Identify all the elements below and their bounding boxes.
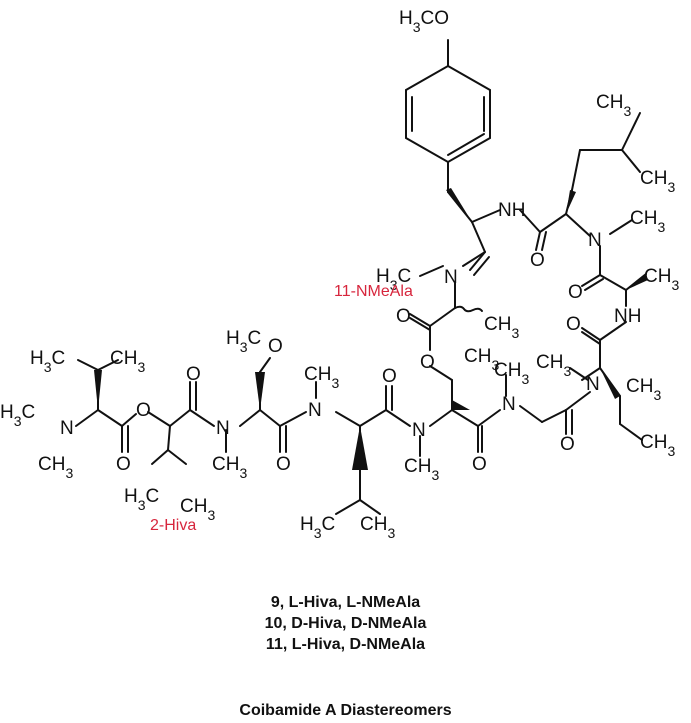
label-o: O — [568, 282, 583, 303]
label-ch3: CH3 — [536, 352, 571, 379]
label-o: O — [268, 336, 283, 357]
label-h3c: H3C — [30, 348, 65, 375]
label-o: O — [186, 364, 201, 385]
label-ch3: CH3 — [464, 346, 499, 373]
label-nh: NH — [614, 306, 641, 327]
label-n: N — [308, 400, 322, 421]
label-h3c: H3C — [226, 328, 261, 355]
label-ch3: CH3 — [630, 208, 665, 235]
label-n: N — [502, 394, 516, 415]
nmeala-highlight-label: 11-NMeAla — [334, 283, 413, 300]
label-o: O — [420, 352, 435, 373]
caption-line: 10, D-Hiva, D-NMeAla — [264, 615, 427, 632]
label-h3c: H3C — [0, 402, 35, 429]
label-nh: NH — [498, 200, 525, 221]
label-ch3: CH3 — [180, 496, 215, 523]
label-ch3: CH3 — [360, 514, 395, 541]
label-n: N — [412, 420, 426, 441]
label-o: O — [276, 454, 291, 475]
label-ch3: CH3 — [494, 360, 529, 387]
label-n: N — [588, 230, 602, 251]
label-o: O — [396, 306, 411, 327]
label-o: O — [382, 366, 397, 387]
stereo-bonds — [94, 188, 648, 470]
label-ch3: CH3 — [38, 454, 73, 481]
label-ch3: CH3 — [404, 456, 439, 483]
caption-line: 11, L-Hiva, D-NMeAla — [265, 636, 426, 653]
label-n: N — [444, 267, 458, 288]
label-ch3: CH3 — [626, 376, 661, 403]
compound-captions: 9, L-Hiva, L-NMeAla 10, D-Hiva, D-NMeAla… — [0, 592, 691, 655]
label-ch3: CH3 — [304, 364, 339, 391]
atom-labels: H3CO CH3 CH3 NH N CH3 H3C N O O CH3 NH O… — [0, 8, 679, 541]
label-n: N — [216, 418, 230, 439]
label-ch3: CH3 — [640, 432, 675, 459]
label-h3co: H3CO — [399, 8, 449, 35]
label-n: N — [586, 374, 600, 395]
label-ch3: CH3 — [484, 314, 519, 341]
label-o: O — [560, 434, 575, 455]
label-ch3: CH3 — [110, 348, 145, 375]
caption-line: 9, L-Hiva, L-NMeAla — [270, 594, 421, 611]
label-h3c: H3C — [300, 514, 335, 541]
label-h3c: H3C — [124, 486, 159, 513]
label-ch3: CH3 — [640, 168, 675, 195]
chemical-structure: H3CO CH3 CH3 NH N CH3 H3C N O O CH3 NH O… — [0, 8, 679, 541]
label-o: O — [472, 454, 487, 475]
label-n: N — [60, 418, 74, 439]
label-o: O — [136, 400, 151, 421]
label-h3c: H3C — [376, 266, 411, 293]
label-ch3: CH3 — [212, 454, 247, 481]
label-o: O — [530, 250, 545, 271]
label-ch3: CH3 — [644, 266, 679, 293]
label-o: O — [116, 454, 131, 475]
label-o: O — [566, 314, 581, 335]
hiva-highlight-label: 2-Hiva — [150, 517, 196, 534]
label-ch3: CH3 — [596, 92, 631, 119]
figure-title: Coibamide A Diastereomers — [239, 702, 452, 719]
